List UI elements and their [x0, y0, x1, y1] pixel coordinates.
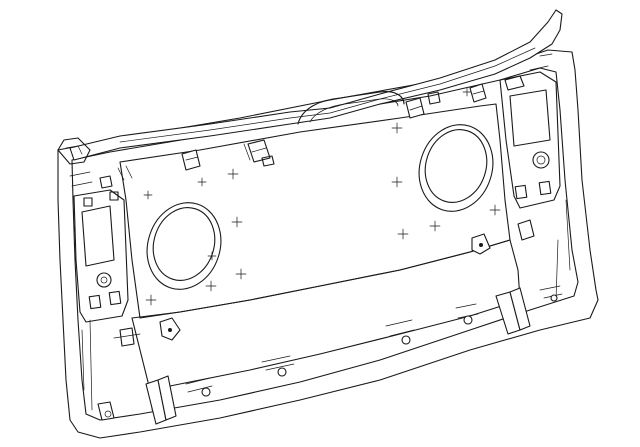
retainer-clip: [469, 83, 487, 103]
retainer-clip: [185, 377, 213, 397]
retainer-clip: [113, 327, 141, 347]
retainer-clip: [181, 149, 201, 171]
lamp-housing-left: [73, 175, 129, 323]
speaker-opening-right: [418, 124, 494, 212]
speaker-opening-left: [146, 202, 222, 290]
attach-point-markers: [143, 87, 501, 306]
retainer-clip: [405, 91, 441, 119]
retainer-clip: [247, 139, 275, 167]
retainer-clip: [455, 303, 479, 325]
center-panel: [119, 103, 523, 411]
retainer-clip: [385, 319, 415, 345]
retainer-clip: [539, 285, 563, 302]
bottom-legs: [145, 287, 531, 425]
top-seal-strip: [57, 9, 563, 165]
retainer-clip: [471, 233, 491, 255]
retainer-clip: [97, 401, 115, 421]
retainer-clips: [97, 83, 563, 421]
retainer-clip: [261, 355, 295, 377]
detail-strokes: [69, 53, 571, 391]
retainer-clip: [159, 317, 181, 341]
lamp-housing-right: [499, 71, 561, 209]
retainer-clip: [517, 219, 535, 241]
